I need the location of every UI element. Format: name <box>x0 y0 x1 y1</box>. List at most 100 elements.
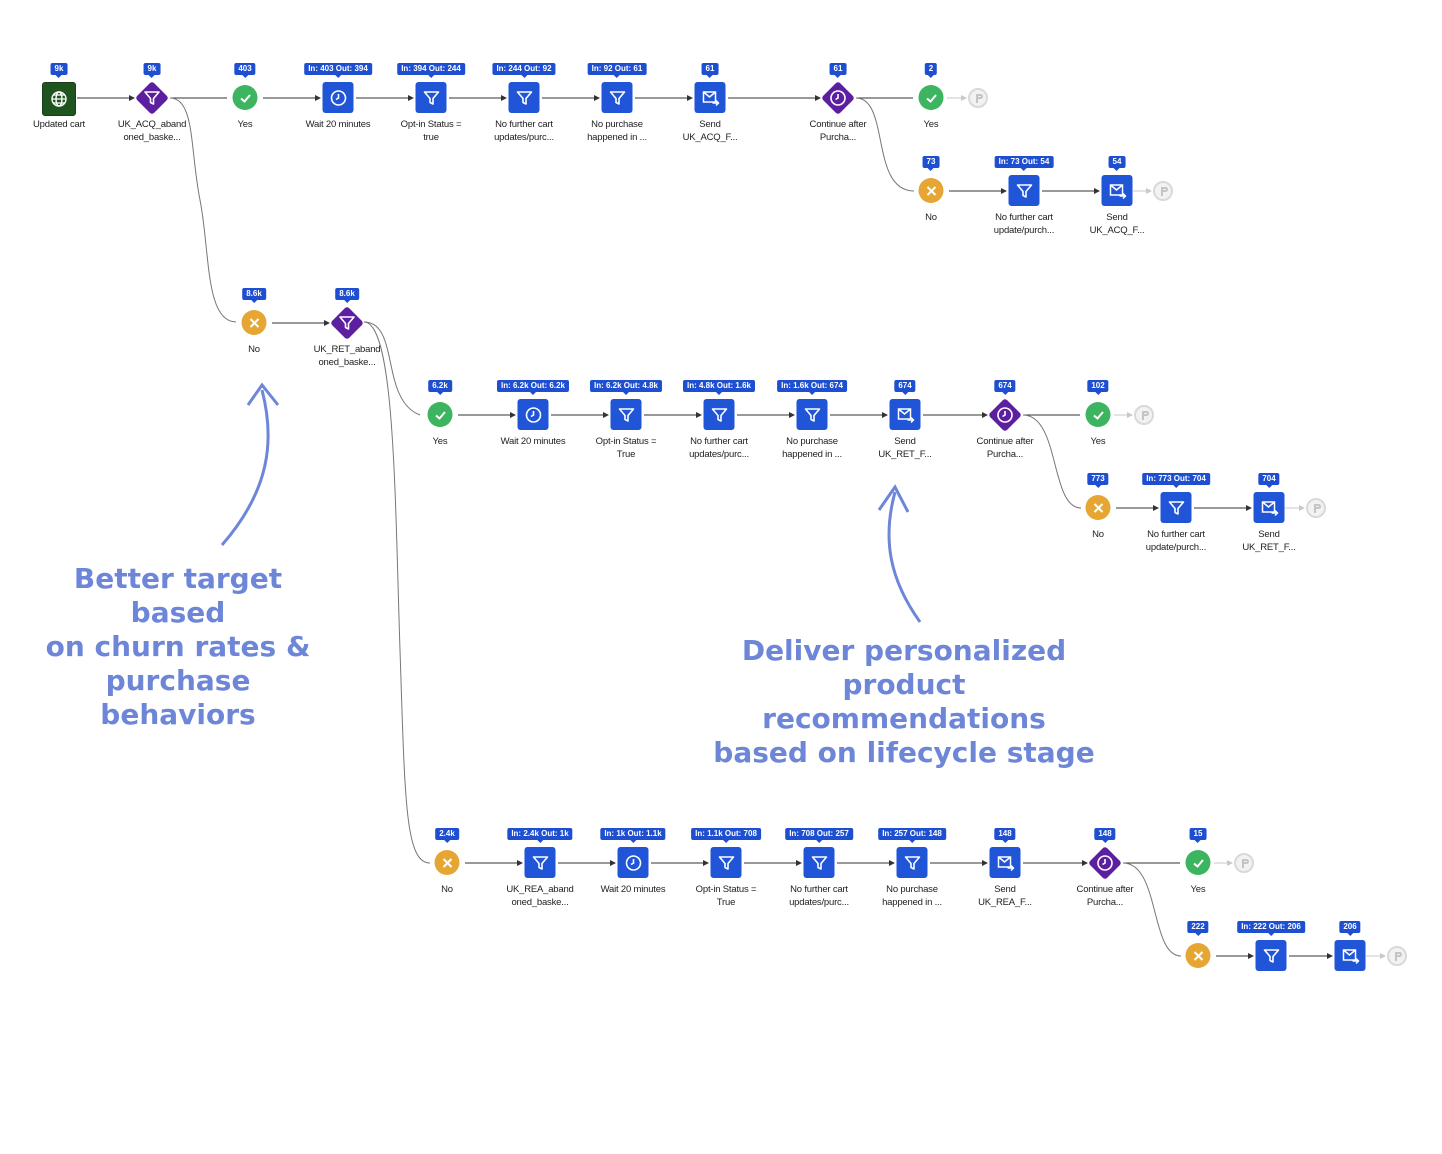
annotation-arrowhead-left <box>246 382 280 406</box>
node-label: No purchase happened in ... <box>587 119 647 143</box>
journey-node-r0b-nofurther[interactable]: In: 73 Out: 54 No further cart update/pur… <box>969 156 1079 246</box>
node-count-badge: In: 73 Out: 54 <box>994 156 1054 168</box>
filter-icon <box>703 399 735 430</box>
journey-node-r3b-no[interactable]: 222 <box>1143 921 1253 1011</box>
node-label: No further cart updates/purc... <box>789 884 849 908</box>
node-count-badge: In: 244 Out: 92 <box>492 63 556 75</box>
branch-connector <box>855 97 915 192</box>
branch-connector <box>363 321 421 416</box>
node-count-badge: 674 <box>894 380 916 392</box>
filter-icon <box>524 847 556 878</box>
annotation-arrow-left <box>220 389 270 546</box>
send-email-icon <box>1101 175 1133 206</box>
node-label: No <box>441 884 453 895</box>
journey-node-r3b-send[interactable]: 206 <box>1295 921 1405 1011</box>
node-count-badge: 206 <box>1339 921 1361 933</box>
node-label: Yes <box>237 119 253 130</box>
node-count-badge: In: 394 Out: 244 <box>397 63 465 75</box>
check-icon <box>427 402 453 427</box>
end-flag-icon <box>1306 498 1326 518</box>
end-flag-icon <box>1134 405 1154 425</box>
node-count-badge: In: 708 Out: 257 <box>785 828 853 840</box>
node-label: Send UK_ACQ_F... <box>1089 212 1145 236</box>
clock-icon <box>517 399 549 430</box>
node-count-badge: In: 403 Out: 394 <box>304 63 372 75</box>
branch-connector <box>363 321 431 864</box>
node-label: No <box>925 212 937 223</box>
filter-icon <box>508 82 540 113</box>
node-label: Send UK_RET_F... <box>878 436 932 460</box>
journey-node-r2-nofurther[interactable]: In: 4.8k Out: 1.6k No further cart update… <box>664 380 774 470</box>
x-icon <box>918 178 944 203</box>
node-label: Updated cart <box>33 119 85 130</box>
node-count-badge: In: 1.6k Out: 674 <box>777 380 847 392</box>
check-icon <box>1185 850 1211 875</box>
node-count-badge: In: 773 Out: 704 <box>1142 473 1210 485</box>
node-label: Continue after Purcha... <box>976 436 1034 460</box>
node-label: Opt-in Status = true <box>400 119 462 143</box>
node-label: No <box>1092 529 1104 540</box>
filter-icon <box>415 82 447 113</box>
journey-node-r3-nopurchase[interactable]: In: 257 Out: 148 No purchase happened in … <box>857 828 967 918</box>
filter-icon <box>710 847 742 878</box>
node-count-badge: In: 4.8k Out: 1.6k <box>682 380 756 392</box>
node-count-badge: 73 <box>922 156 940 168</box>
filter-icon <box>331 307 363 339</box>
node-label: No further cart update/purch... <box>993 212 1055 236</box>
node-count-badge: 8.6k <box>335 288 359 300</box>
node-label: Send UK_REA_F... <box>978 884 1032 908</box>
check-icon <box>232 85 258 110</box>
node-count-badge: 2 <box>924 63 938 75</box>
journey-node-r3b-filter[interactable]: In: 222 Out: 206 <box>1216 921 1326 1011</box>
filter-icon <box>1008 175 1040 206</box>
x-icon <box>1085 495 1111 520</box>
node-label: Wait 20 minutes <box>500 436 566 447</box>
filter-icon <box>1255 940 1287 971</box>
node-label: Continue after Purcha... <box>809 119 867 143</box>
globe-icon <box>42 82 76 116</box>
node-label: No further cart updates/purc... <box>689 436 749 460</box>
node-count-badge: 61 <box>829 63 847 75</box>
node-label: No purchase happened in ... <box>882 884 942 908</box>
send-email-icon <box>889 399 921 430</box>
node-count-badge: 704 <box>1258 473 1280 485</box>
node-count-badge: 148 <box>1094 828 1116 840</box>
journey-node-r3-nofurther[interactable]: In: 708 Out: 257 No further cart updates/… <box>764 828 874 918</box>
node-count-badge: In: 2.4k Out: 1k <box>507 828 573 840</box>
node-count-badge: In: 257 Out: 148 <box>878 828 946 840</box>
send-email-icon <box>989 847 1021 878</box>
